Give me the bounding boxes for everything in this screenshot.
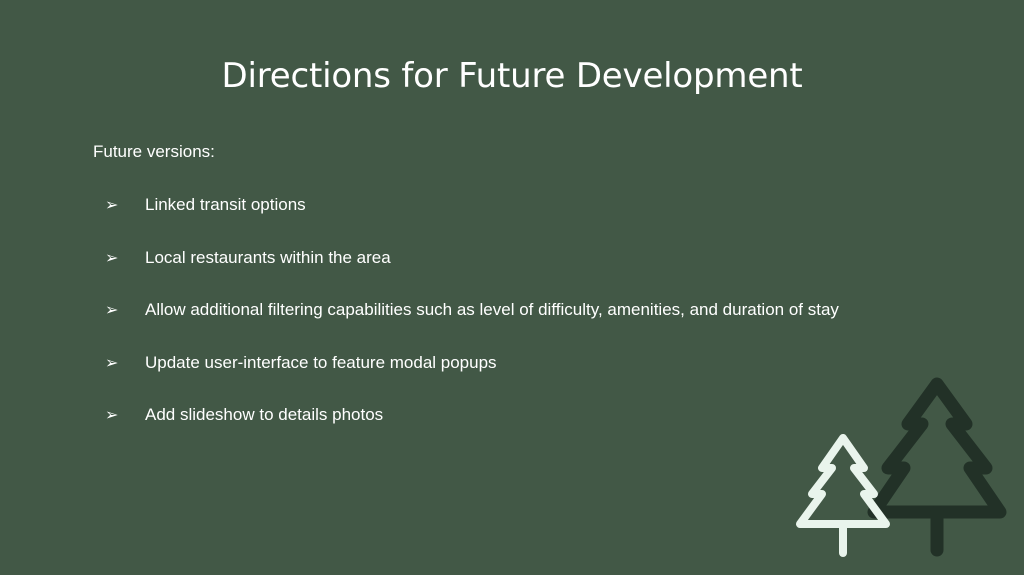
arrowhead-bullet-icon: ➢ (105, 405, 119, 424)
pine-trees-decoration (796, 377, 1007, 557)
pine-tree-dark-icon (867, 377, 1007, 557)
pine-tree-light-icon (796, 434, 890, 557)
list-item: ➢ Local restaurants within the area (105, 246, 839, 299)
slide-title: Directions for Future Development (221, 56, 803, 96)
arrowhead-bullet-icon: ➢ (105, 195, 119, 214)
list-item: ➢ Add slideshow to details photos (105, 403, 839, 456)
list-item: ➢ Allow additional filtering capabilitie… (105, 298, 839, 351)
list-item-text: Add slideshow to details photos (145, 405, 384, 424)
arrowhead-bullet-icon: ➢ (105, 247, 119, 267)
list-item: ➢ Update user-interface to feature modal… (105, 351, 839, 404)
list-item: ➢ Linked transit options (105, 193, 839, 246)
list-item-text: Allow additional filtering capabilities … (145, 300, 839, 319)
list-item-text: Local restaurants within the area (145, 247, 391, 267)
bullet-list: ➢ Linked transit options ➢ Local restaur… (105, 193, 839, 456)
arrowhead-bullet-icon: ➢ (105, 352, 119, 372)
intro-text: Future versions: (93, 142, 215, 161)
list-item-text: Update user-interface to feature modal p… (145, 352, 497, 372)
list-item-text: Linked transit options (145, 195, 306, 214)
arrowhead-bullet-icon: ➢ (105, 300, 119, 319)
